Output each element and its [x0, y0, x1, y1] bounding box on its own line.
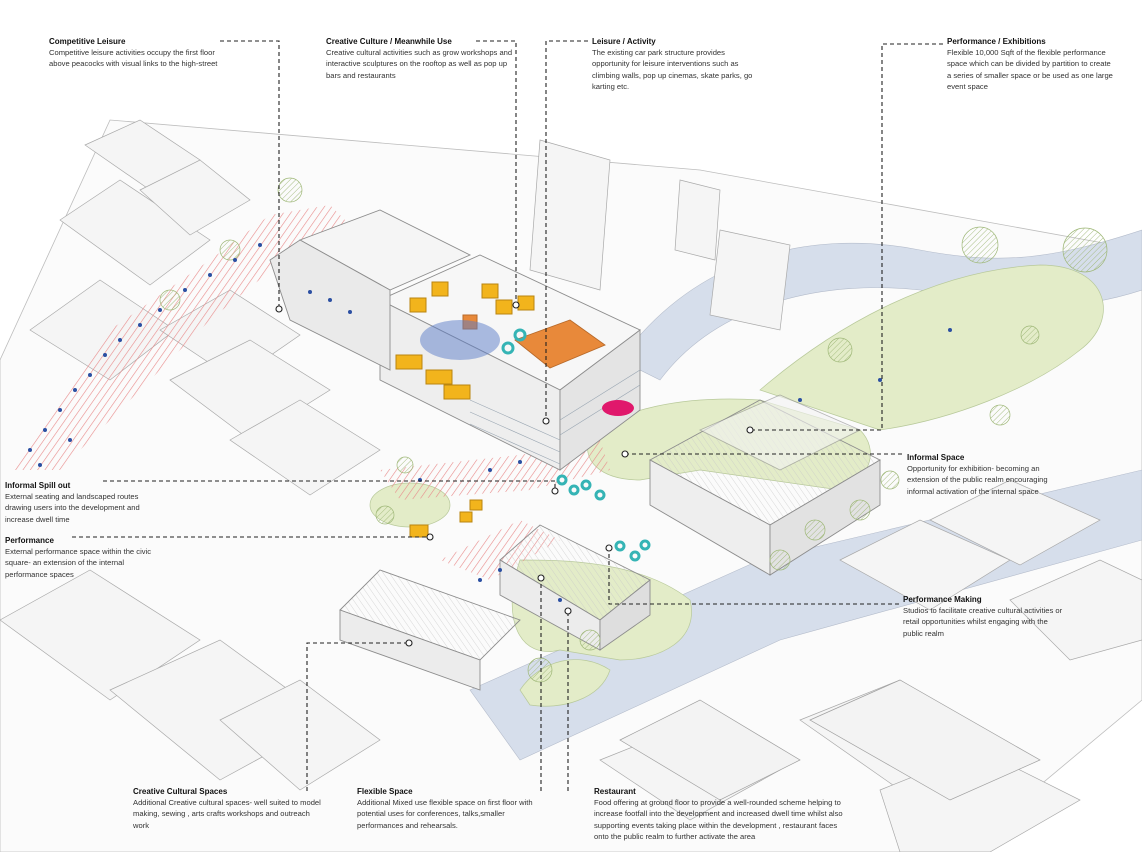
flexible-space-block — [339, 524, 651, 691]
warehouse-sheds — [619, 679, 1041, 801]
annotation-title: Performance — [5, 536, 54, 545]
annotation-title: Informal Spill out — [5, 481, 71, 490]
annotation-body: Studios to facilitate creative cultural … — [903, 606, 1063, 638]
annotation-body: External seating and landscaped routes d… — [5, 492, 140, 524]
annotation-body: The existing car park structure provides… — [592, 48, 753, 91]
annotation-title: Competitive Leisure — [49, 37, 126, 46]
annotation-creative-culture: Creative Culture / Meanwhile Use Creativ… — [326, 36, 516, 81]
annotation-restaurant: Restaurant Food offering at ground floor… — [594, 786, 844, 842]
accent-objects — [395, 281, 651, 562]
annotation-title: Creative Culture / Meanwhile Use — [326, 37, 452, 46]
annotation-body: Additional Creative cultural spaces- wel… — [133, 798, 321, 830]
annotation-body: Competitive leisure activities occupy th… — [49, 48, 218, 69]
annotation-title: Flexible Space — [357, 787, 413, 796]
annotation-body: Flexible 10,000 Sqft of the flexible per… — [947, 48, 1113, 91]
performance-hall — [649, 394, 881, 576]
annotation-title: Performance Making — [903, 595, 982, 604]
annotation-creative-cultural-spaces: Creative Cultural Spaces Additional Crea… — [133, 786, 323, 831]
annotation-title: Informal Space — [907, 453, 965, 462]
annotation-performance-making: Performance Making Studios to facilitate… — [903, 594, 1068, 639]
window-bands — [469, 369, 641, 465]
annotation-leisure-activity: Leisure / Activity The existing car park… — [592, 36, 757, 92]
annotation-title: Leisure / Activity — [592, 37, 656, 46]
annotation-title: Restaurant — [594, 787, 636, 796]
annotation-informal-spill-out: Informal Spill out External seating and … — [5, 480, 165, 525]
annotation-informal-space: Informal Space Opportunity for exhibitio… — [907, 452, 1072, 497]
annotation-body: Creative cultural activities such as gro… — [326, 48, 513, 80]
annotation-competitive-leisure: Competitive Leisure Competitive leisure … — [49, 36, 219, 70]
annotation-body: Food offering at ground floor to provide… — [594, 798, 843, 841]
leader-endpoints — [275, 301, 754, 647]
annotation-body: Additional Mixed use flexible space on f… — [357, 798, 533, 830]
trees — [159, 177, 1108, 683]
annotation-flexible-space: Flexible Space Additional Mixed use flex… — [357, 786, 552, 831]
annotation-performance: Performance External performance space w… — [5, 535, 165, 580]
annotation-title: Creative Cultural Spaces — [133, 787, 228, 796]
annotation-body: Opportunity for exhibition- becoming an … — [907, 464, 1048, 496]
annotation-title: Performance / Exhibitions — [947, 37, 1046, 46]
annotation-body: External performance space within the ci… — [5, 547, 152, 579]
annotation-performance-exhibitions: Performance / Exhibitions Flexible 10,00… — [947, 36, 1115, 92]
